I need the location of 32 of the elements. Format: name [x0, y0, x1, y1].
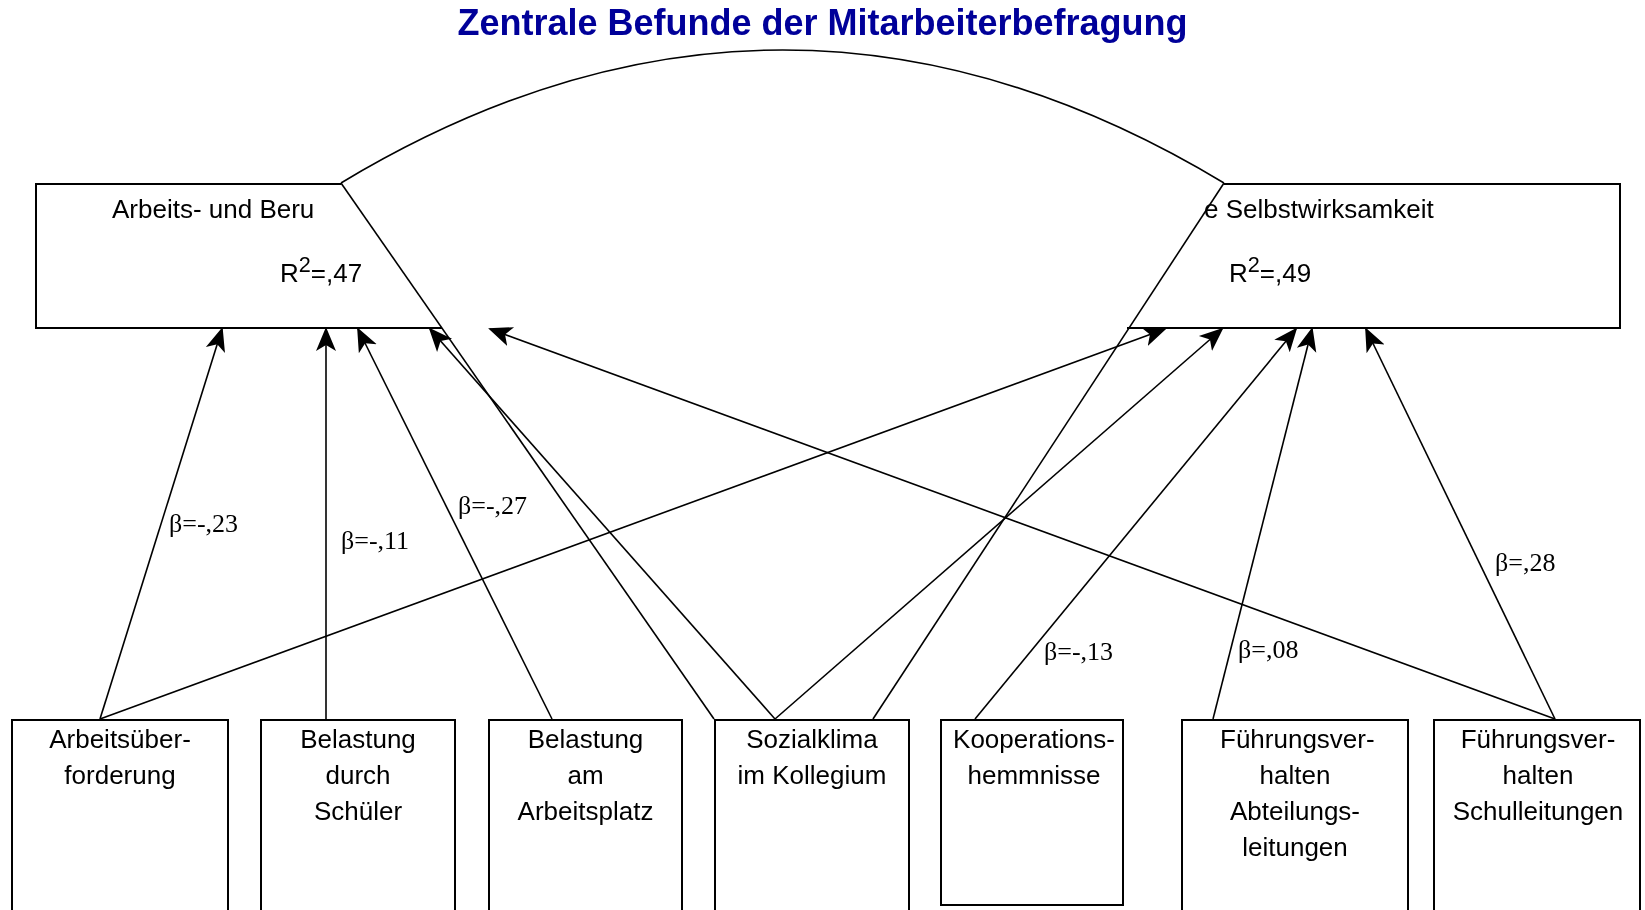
connector-line [340, 49, 1225, 184]
variable-label: Führungsver- halten Schulleitungen [1451, 723, 1625, 828]
arrow [99, 327, 1167, 720]
variable-label: Kooperations- hemmnisse [952, 723, 1116, 792]
variable-label: Belastung durch Schüler [299, 723, 417, 828]
variable-box [35, 183, 442, 329]
connector-line [872, 182, 1225, 720]
diagram-title: Zentrale Befunde der Mitarbeiterbefragung [457, 2, 1188, 44]
variable-label: Arbeitsüber- forderung [48, 723, 192, 792]
arrow [428, 327, 776, 720]
arrow [974, 327, 1298, 720]
arrow [316, 327, 336, 720]
arrow [357, 327, 553, 720]
variable-box [1127, 183, 1621, 329]
variable-box [714, 719, 910, 910]
arrow [488, 327, 1556, 720]
variable-box [940, 719, 1124, 906]
arrow [1365, 327, 1556, 720]
arrow [774, 327, 1224, 720]
connector-line [340, 182, 715, 720]
variable-box [260, 719, 456, 910]
variable-box [11, 719, 229, 910]
r-squared-value: R$^{2}$=,47 [280, 251, 363, 289]
variable-label: Sozialklima im Kollegium [737, 723, 887, 792]
variable-label: Arbeits- und Beru [112, 193, 315, 225]
variable-box [488, 719, 683, 910]
arrow [1212, 327, 1317, 720]
arrow [99, 327, 225, 720]
variable-label: Belastung am Arbeitsplatz [516, 723, 655, 828]
variable-box [1181, 719, 1409, 910]
variable-box [1433, 719, 1641, 910]
r-squared-value: R$^{2}$=,49 [1229, 251, 1312, 289]
